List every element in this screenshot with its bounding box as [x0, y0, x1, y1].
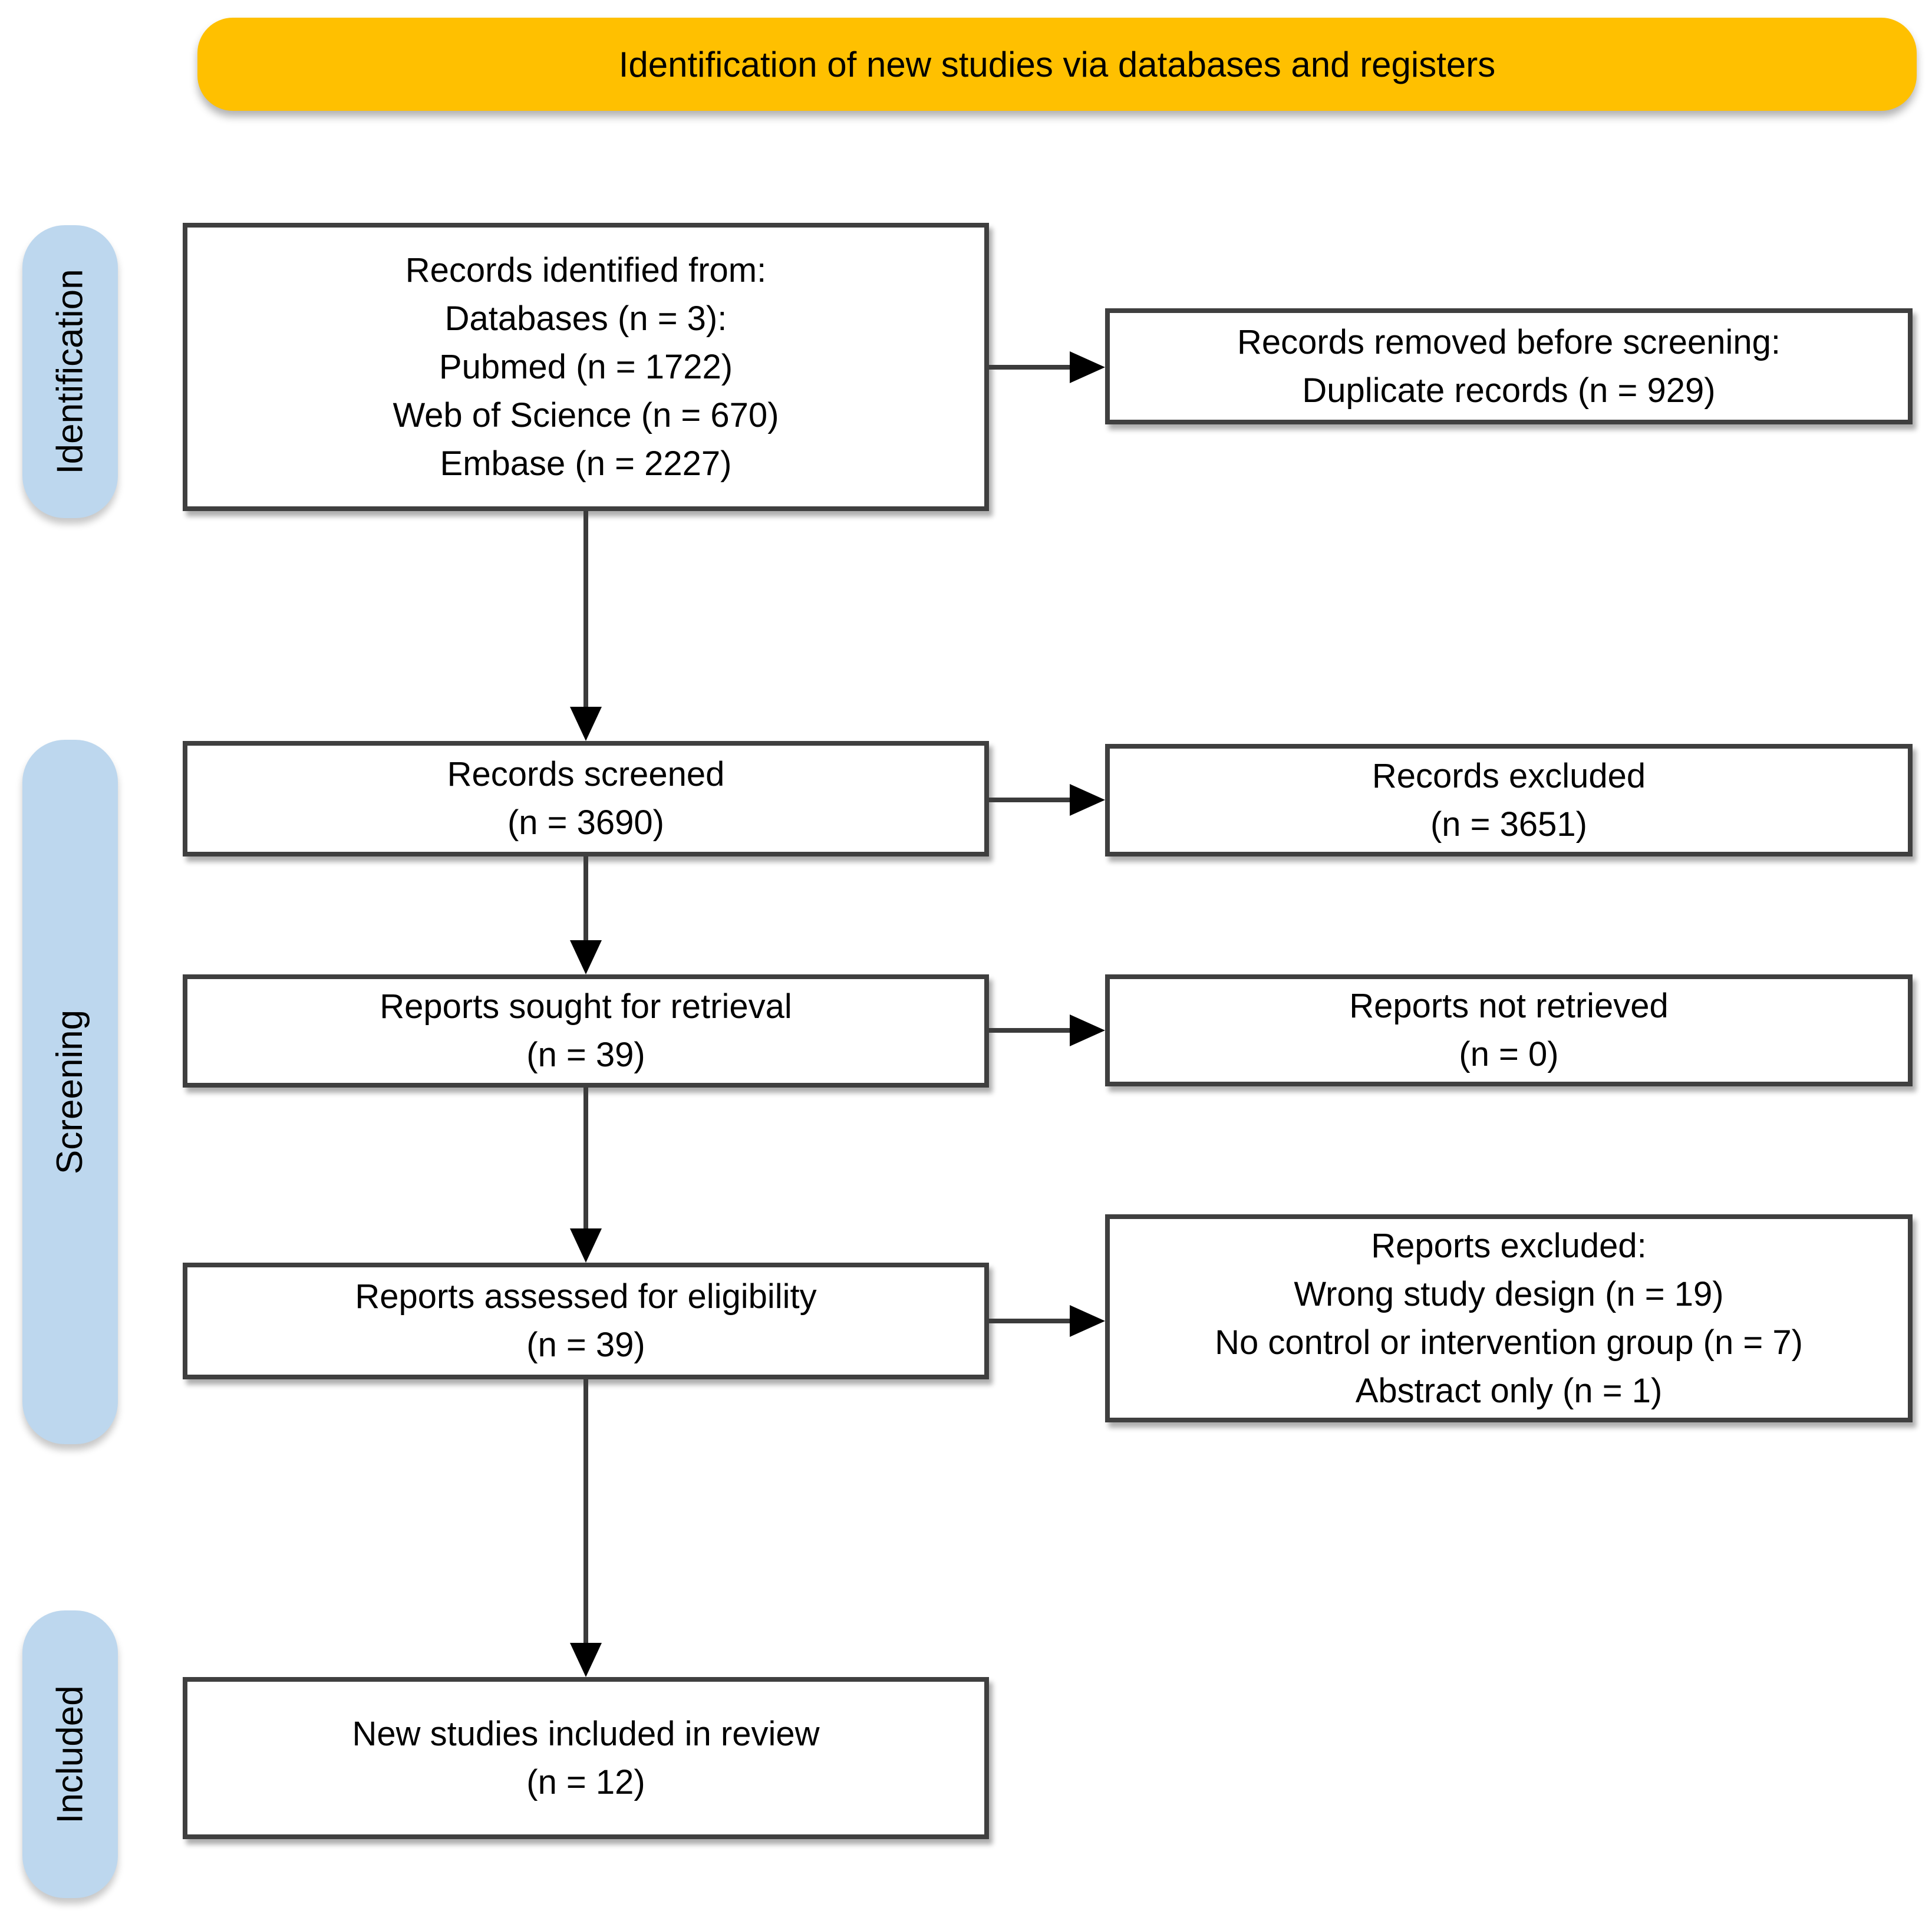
- arrow-line: [989, 798, 1070, 802]
- box-reports-assessed: Reports assessed for eligibility (n = 39…: [183, 1263, 989, 1379]
- box-new-studies-included: New studies included in review (n = 12): [183, 1677, 989, 1839]
- banner-identification-of-new-studies: Identification of new studies via databa…: [197, 18, 1917, 111]
- box-records-identified-line: Records identified from:: [405, 251, 767, 289]
- arrow-line: [989, 1319, 1070, 1323]
- box-reports-excluded-line: Abstract only (n = 1): [1355, 1371, 1663, 1410]
- arrow-line: [583, 1088, 588, 1230]
- stage-label-screening-text: Screening: [50, 1009, 91, 1175]
- box-records-identified: Records identified from: Databases (n = …: [183, 223, 989, 511]
- arrow-right-icon: [1070, 784, 1105, 816]
- stage-label-included-text: Included: [50, 1685, 91, 1824]
- stage-label-included: Included: [22, 1610, 118, 1898]
- box-records-removed-line: Duplicate records (n = 929): [1302, 371, 1716, 410]
- arrow-right-icon: [1070, 351, 1105, 383]
- box-records-excluded-line: (n = 3651): [1430, 805, 1587, 844]
- arrow-down-icon: [570, 940, 602, 974]
- box-records-excluded: Records excluded (n = 3651): [1105, 744, 1913, 856]
- box-reports-sought-line: (n = 39): [526, 1036, 645, 1074]
- arrow-right-icon: [1070, 1014, 1105, 1046]
- box-records-screened-line: Records screened: [447, 755, 725, 793]
- box-reports-not-retrieved-line: Reports not retrieved: [1349, 987, 1669, 1025]
- stage-label-identification: Identification: [22, 225, 118, 518]
- box-records-screened-line: (n = 3690): [507, 803, 664, 842]
- box-reports-assessed-line: (n = 39): [526, 1326, 645, 1364]
- box-reports-assessed-line: Reports assessed for eligibility: [355, 1277, 817, 1316]
- box-reports-excluded-line: Wrong study design (n = 19): [1294, 1274, 1724, 1313]
- arrow-line: [583, 1379, 588, 1644]
- stage-label-screening: Screening: [22, 740, 118, 1444]
- box-reports-excluded-line: No control or intervention group (n = 7): [1215, 1323, 1803, 1362]
- box-reports-not-retrieved: Reports not retrieved (n = 0): [1105, 974, 1913, 1086]
- box-records-identified-line: Pubmed (n = 1722): [439, 347, 733, 386]
- box-new-studies-included-line: (n = 12): [526, 1763, 645, 1801]
- box-records-removed: Records removed before screening: Duplic…: [1105, 308, 1913, 424]
- arrow-right-icon: [1070, 1305, 1105, 1337]
- box-records-identified-line: Embase (n = 2227): [440, 444, 732, 483]
- arrow-down-icon: [570, 1643, 602, 1677]
- box-records-identified-line: Web of Science (n = 670): [393, 396, 779, 434]
- stage-label-identification-text: Identification: [50, 269, 91, 475]
- box-records-removed-line: Records removed before screening:: [1237, 322, 1781, 361]
- box-new-studies-included-line: New studies included in review: [352, 1714, 820, 1753]
- box-reports-excluded: Reports excluded: Wrong study design (n …: [1105, 1214, 1913, 1422]
- box-reports-not-retrieved-line: (n = 0): [1459, 1035, 1559, 1073]
- box-records-screened: Records screened (n = 3690): [183, 741, 989, 856]
- box-reports-sought: Reports sought for retrieval (n = 39): [183, 974, 989, 1088]
- banner-title: Identification of new studies via databa…: [618, 44, 1496, 84]
- box-reports-sought-line: Reports sought for retrieval: [380, 987, 792, 1026]
- arrow-line: [989, 1028, 1070, 1033]
- box-records-excluded-line: Records excluded: [1371, 756, 1646, 795]
- arrow-down-icon: [570, 707, 602, 741]
- arrow-down-icon: [570, 1228, 602, 1263]
- box-records-identified-line: Databases (n = 3):: [444, 299, 727, 338]
- arrow-line: [989, 365, 1070, 370]
- arrow-line: [583, 856, 588, 941]
- box-reports-excluded-line: Reports excluded:: [1371, 1226, 1647, 1265]
- arrow-line: [583, 511, 588, 708]
